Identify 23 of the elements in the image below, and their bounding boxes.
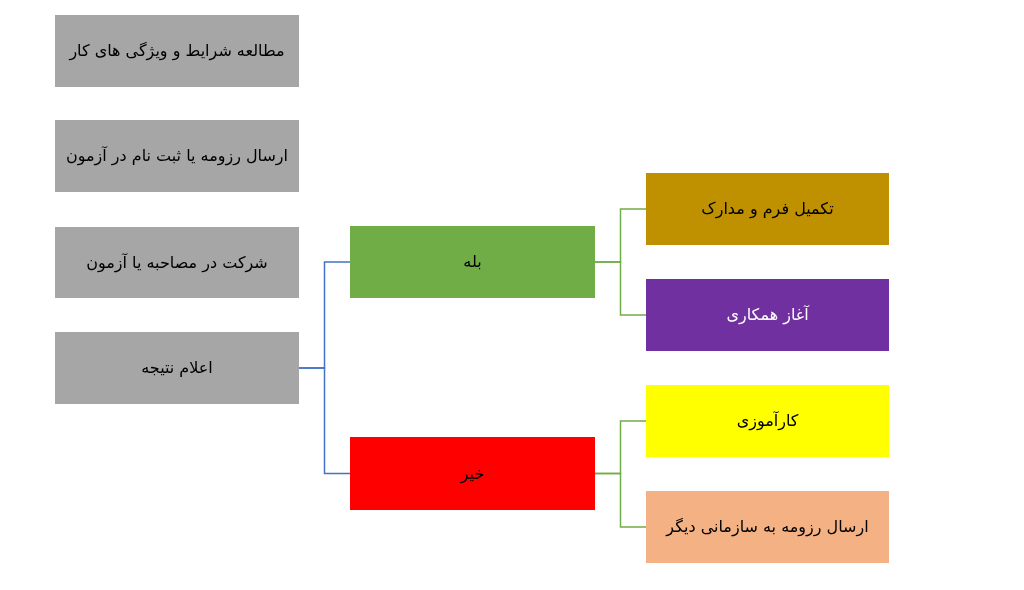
box-label: تکمیل فرم و مدارک	[701, 198, 834, 221]
process-box	[646, 491, 889, 563]
process-box	[646, 279, 889, 351]
box-label: ارسال رزومه به سازمانی دیگر	[666, 516, 869, 539]
process-box	[646, 385, 889, 457]
process-box	[55, 15, 299, 87]
process-box	[646, 173, 889, 245]
box-label: کارآموزی	[736, 410, 799, 433]
connector-line	[594, 472, 647, 528]
process-box	[55, 120, 299, 192]
process-box	[350, 437, 595, 510]
process-box	[55, 227, 299, 298]
box-label: خیر	[460, 462, 485, 486]
connector-line	[594, 261, 647, 316]
process-box	[350, 226, 595, 298]
box-label: آغاز همکاری	[726, 304, 809, 327]
box-label: ارسال رزومه یا ثبت نام در آزمون	[65, 145, 289, 168]
box-label: اعلام نتیجه	[141, 357, 213, 380]
process-box	[55, 332, 299, 404]
box-label: شرکت در مصاحبه یا آزمون	[86, 251, 268, 275]
box-label: مطالعه شرایط و ویژگی های کار	[69, 40, 285, 63]
box-label: بله	[463, 251, 482, 274]
connector-line	[298, 367, 351, 475]
